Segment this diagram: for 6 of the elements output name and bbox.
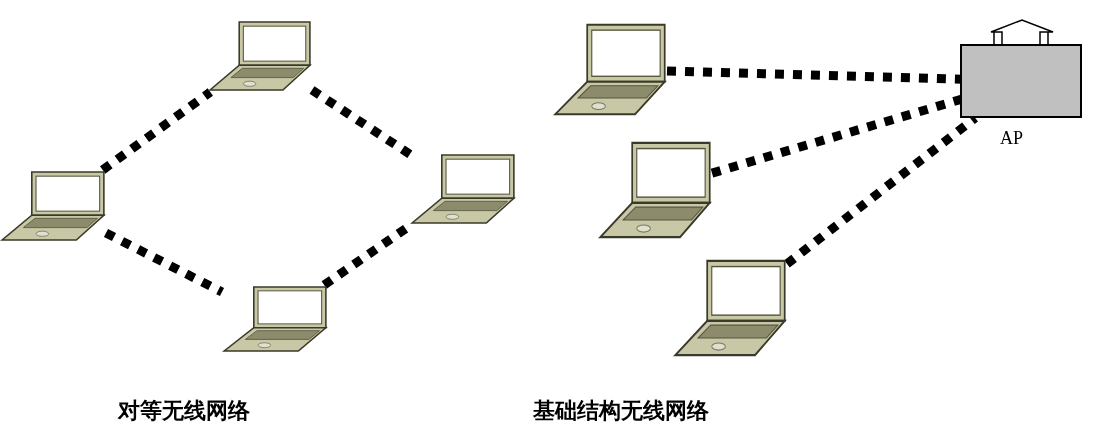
network-caption: 基础结构无线网络 xyxy=(533,397,709,425)
wireless-link-line xyxy=(100,88,213,174)
wireless-link-line xyxy=(309,86,413,159)
node-label: AP xyxy=(1000,128,1023,149)
network-caption: 对等无线网络 xyxy=(118,397,250,425)
wireless-link-line xyxy=(103,228,225,297)
